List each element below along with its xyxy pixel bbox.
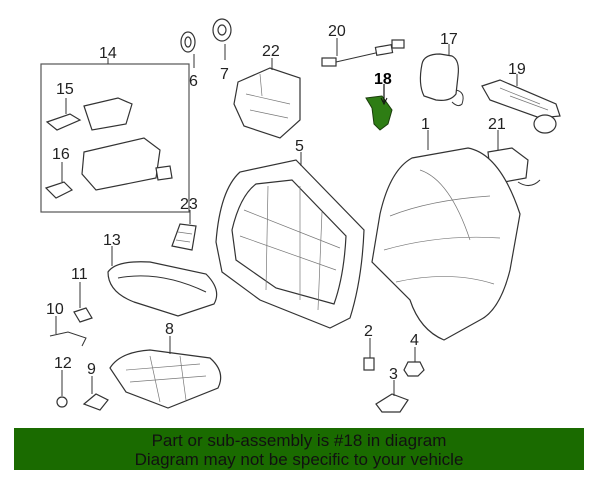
callout-2: 2 — [364, 323, 373, 340]
callout-22: 22 — [262, 43, 280, 60]
notice-banner: Part or sub-assembly is #18 in diagram D… — [14, 428, 584, 470]
callout-9: 9 — [87, 361, 96, 378]
callout-5: 5 — [295, 138, 304, 155]
callout-21: 21 — [488, 116, 506, 133]
callout-8: 8 — [165, 321, 174, 338]
part-5[interactable] — [215, 152, 365, 329]
callout-19: 19 — [508, 61, 526, 78]
part-14-group-box — [40, 63, 190, 213]
part-11[interactable] — [73, 282, 93, 323]
part-9[interactable] — [82, 376, 109, 411]
part-23[interactable] — [171, 210, 197, 251]
banner-line-2: Diagram may not be specific to your vehi… — [134, 450, 464, 469]
part-17[interactable] — [419, 44, 464, 107]
diagram-canvas: 1 2 3 4 5 6 7 8 9 10 11 12 13 14 15 16 1… — [40, 18, 561, 413]
part-13[interactable] — [107, 246, 218, 317]
callout-13: 13 — [103, 232, 121, 249]
part-19[interactable] — [481, 74, 561, 134]
part-1[interactable] — [371, 130, 521, 341]
callout-15: 15 — [56, 81, 74, 98]
callout-7: 7 — [220, 66, 229, 83]
callout-12: 12 — [54, 355, 72, 372]
part-22[interactable] — [233, 58, 301, 139]
part-6[interactable] — [180, 31, 196, 68]
part-15[interactable] — [45, 97, 133, 131]
part-18-highlighted[interactable] — [365, 84, 393, 131]
callout-18-highlighted: 18 — [374, 71, 392, 88]
part-10[interactable] — [49, 316, 87, 347]
callout-14: 14 — [99, 45, 117, 62]
part-2[interactable] — [363, 338, 375, 371]
callout-23: 23 — [180, 196, 198, 213]
part-3[interactable] — [375, 380, 409, 413]
callout-4: 4 — [410, 332, 419, 349]
part-20[interactable] — [321, 38, 405, 67]
part-12[interactable] — [56, 370, 68, 408]
callout-1: 1 — [421, 116, 430, 133]
part-8[interactable] — [109, 336, 222, 409]
part-4[interactable] — [403, 347, 425, 377]
part-16[interactable] — [44, 137, 173, 199]
banner-line-1: Part or sub-assembly is #18 in diagram — [151, 431, 447, 450]
callout-17: 17 — [440, 31, 458, 48]
callout-6: 6 — [189, 73, 198, 90]
callout-20: 20 — [328, 23, 346, 40]
callout-3: 3 — [389, 366, 398, 383]
part-7[interactable] — [212, 18, 232, 60]
callout-10: 10 — [46, 301, 64, 318]
callout-11: 11 — [71, 266, 88, 283]
callout-16: 16 — [52, 146, 70, 163]
